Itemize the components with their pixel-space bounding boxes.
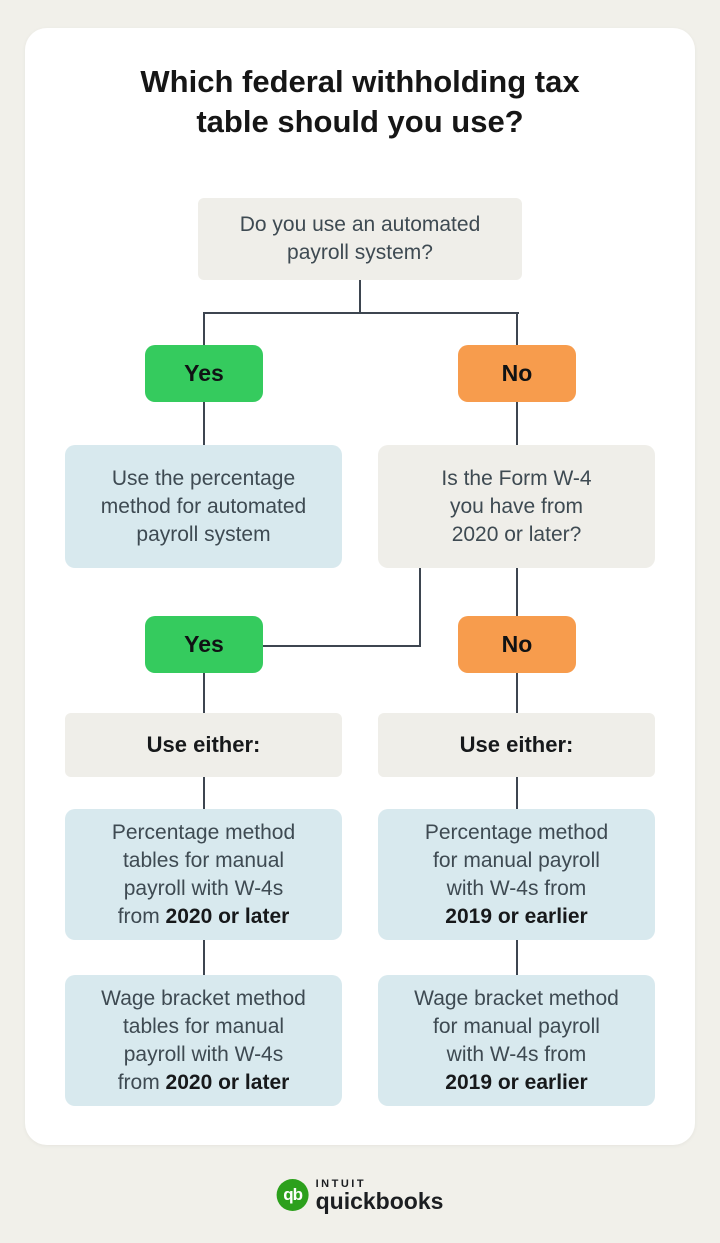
connector-line (262, 645, 421, 647)
yes-badge-2: Yes (145, 616, 263, 673)
yes-badge-1: Yes (145, 345, 263, 402)
intuit-quickbooks-logo: qb INTUIT quickbooks (276, 1178, 444, 1214)
no-badge-1: No (458, 345, 576, 402)
connector-line (203, 673, 205, 713)
quickbooks-qb-icon: qb (276, 1179, 309, 1211)
connector-line (203, 312, 519, 314)
no-badge-2: No (458, 616, 576, 673)
connector-line (419, 568, 421, 647)
connector-line (203, 777, 205, 809)
connector-line (516, 777, 518, 809)
connector-line (203, 940, 205, 975)
use-either-box-right: Use either: (378, 713, 655, 777)
intuit-wordmark: INTUIT (315, 1178, 367, 1190)
connector-line (359, 280, 361, 314)
quickbooks-wordmark: quickbooks (315, 1188, 444, 1214)
use-either-box-left: Use either: (65, 713, 342, 777)
connector-line (516, 940, 518, 975)
logo-wordmark: INTUIT quickbooks (315, 1178, 444, 1214)
